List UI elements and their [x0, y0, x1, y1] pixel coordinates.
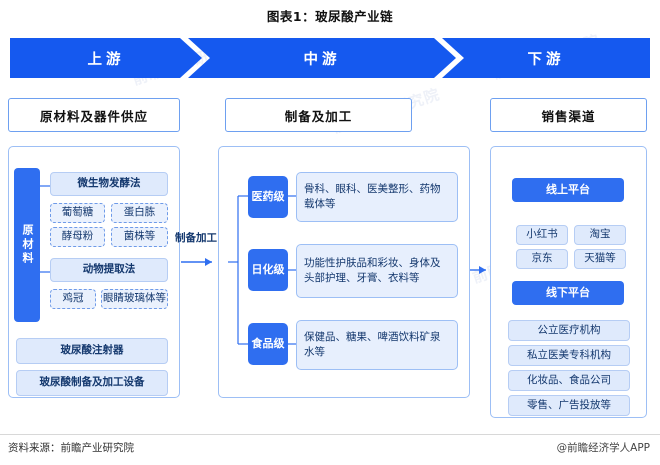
- stage-downstream[interactable]: 下游: [442, 38, 650, 78]
- midstream-grade-cosmetic[interactable]: 日化级: [248, 249, 288, 291]
- brand-note: @前瞻经济学人APP: [556, 442, 650, 454]
- downstream-online-label[interactable]: 线上平台: [512, 178, 624, 202]
- midstream-desc-food: 保健品、糖果、啤酒饮料矿泉水等: [296, 320, 458, 370]
- section-header-downstream: 销售渠道: [490, 98, 647, 132]
- stage-upstream[interactable]: 上游: [10, 38, 202, 78]
- upstream-equipment-syringe[interactable]: 玻尿酸注射器: [16, 338, 168, 364]
- upstream-group-animal-extraction[interactable]: 动物提取法: [50, 258, 168, 282]
- downstream-offline-public-medical[interactable]: 公立医疗机构: [508, 320, 630, 341]
- upstream-item-cockscomb[interactable]: 鸡冠: [50, 289, 96, 309]
- downstream-offline-cosmetic-food-company[interactable]: 化妆品、食品公司: [508, 370, 630, 391]
- stage-chevron-band: 上游 中游 下游: [10, 38, 650, 78]
- upstream-item-peptone[interactable]: 蛋白胨: [111, 203, 168, 223]
- upstream-item-yeast-powder[interactable]: 酵母粉: [50, 227, 105, 247]
- downstream-online-tmall[interactable]: 天猫等: [574, 249, 626, 269]
- downstream-offline-private-aesthetic[interactable]: 私立医美专科机构: [508, 345, 630, 366]
- midstream-desc-cosmetic: 功能性护肤品和彩妆、身体及头部护理、牙膏、衣料等: [296, 244, 458, 298]
- midstream-desc-medical: 骨科、眼科、医美整形、药物载体等: [296, 172, 458, 222]
- page-title: 图表1：玻尿酸产业链: [266, 9, 394, 24]
- downstream-online-jd[interactable]: 京东: [516, 249, 568, 269]
- downstream-online-xiaohongshu[interactable]: 小红书: [516, 225, 568, 245]
- upstream-item-strains[interactable]: 菌株等: [111, 227, 168, 247]
- downstream-offline-label[interactable]: 线下平台: [512, 281, 624, 305]
- section-header-upstream: 原材料及器件供应: [8, 98, 180, 132]
- upstream-equipment-production[interactable]: 玻尿酸制备及加工设备: [16, 370, 168, 396]
- footer-divider: [0, 434, 660, 435]
- arrow-label-processing: 制备加工: [175, 232, 217, 244]
- midstream-grade-medical[interactable]: 医药级: [248, 176, 288, 218]
- upstream-item-glucose[interactable]: 葡萄糖: [50, 203, 105, 223]
- source-note: 资料来源：前瞻产业研究院: [8, 442, 134, 454]
- downstream-online-taobao[interactable]: 淘宝: [574, 225, 626, 245]
- upstream-group-fermentation[interactable]: 微生物发酵法: [50, 172, 168, 196]
- upstream-vertical-label: 原材料: [14, 168, 40, 322]
- downstream-offline-retail-advertising[interactable]: 零售、广告投放等: [508, 395, 630, 416]
- section-header-midstream: 制备及加工: [225, 98, 412, 132]
- stage-midstream[interactable]: 中游: [188, 38, 456, 78]
- midstream-grade-food[interactable]: 食品级: [248, 323, 288, 365]
- upstream-item-vitreous-body[interactable]: 眼睛玻璃体等: [101, 289, 168, 309]
